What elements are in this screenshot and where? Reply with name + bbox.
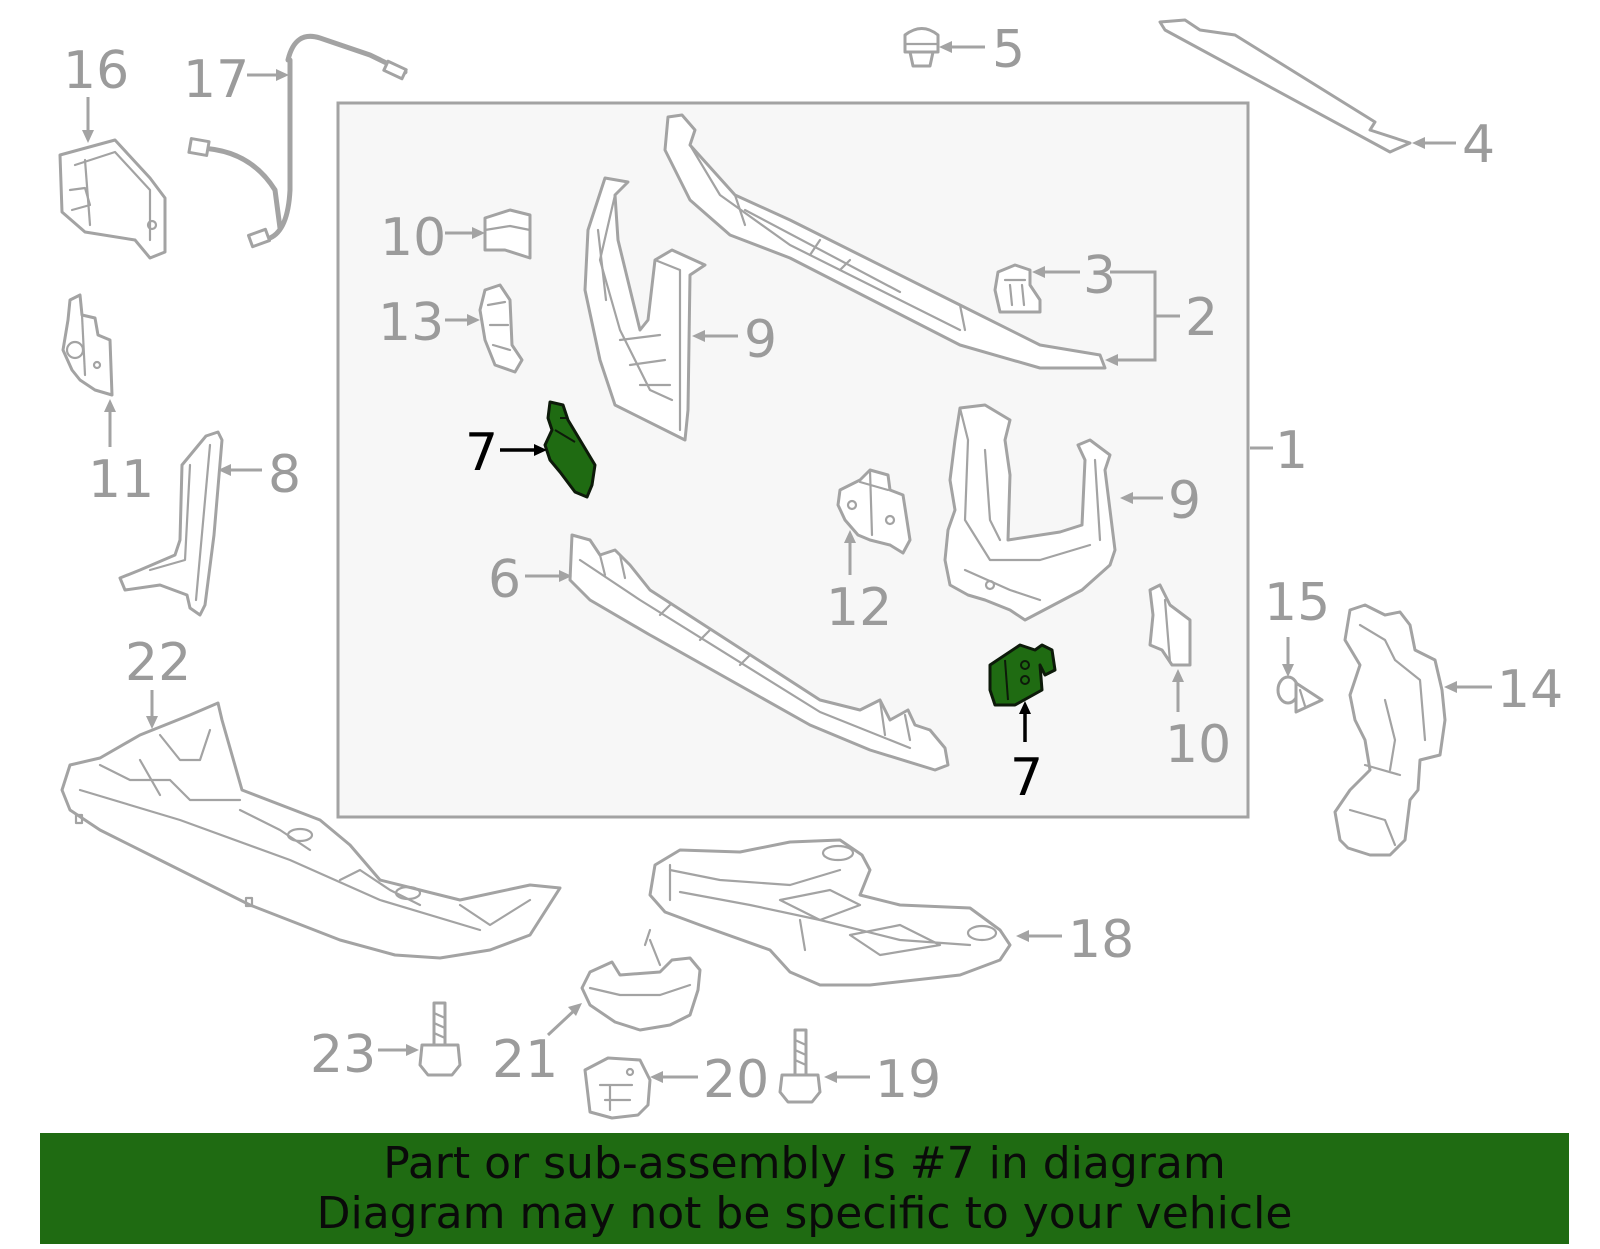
callout-17: 17	[183, 50, 249, 110]
callout-13: 13	[378, 293, 444, 353]
callout-6: 6	[488, 550, 521, 610]
footer-line-disclaimer: Diagram may not be specific to your vehi…	[316, 1187, 1293, 1239]
part-16-sensor-bracket	[58, 138, 167, 260]
part-17-wiring-harness	[187, 33, 408, 249]
callout-15: 15	[1264, 573, 1330, 633]
part-11-bracket	[61, 293, 114, 397]
callout-1: 1	[1275, 421, 1308, 481]
callout-9-right: 9	[1168, 471, 1201, 531]
part-9-left-side-support	[583, 176, 707, 442]
part-7-left-bracket-highlighted	[543, 400, 597, 499]
callout-5: 5	[992, 20, 1025, 80]
part-22-engine-under-cover	[60, 701, 562, 960]
callout-16: 16	[63, 41, 129, 101]
callout-4: 4	[1462, 115, 1495, 175]
callout-18: 18	[1068, 910, 1134, 970]
part-20-mount	[583, 1056, 652, 1120]
callout-23: 23	[310, 1025, 376, 1085]
callout-8: 8	[268, 445, 301, 505]
callout-10-upper: 10	[380, 208, 446, 268]
footer-line-part-number: Part or sub-assembly is #7 in diagram	[383, 1137, 1226, 1189]
part-2-upper-support	[663, 113, 1107, 370]
callout-20: 20	[703, 1050, 769, 1110]
part-10-right-cover	[1148, 583, 1192, 667]
part-8-side-member	[118, 430, 224, 617]
part-7-right-bracket-highlighted	[988, 643, 1057, 707]
part-15-clip	[1276, 675, 1324, 714]
part-10-upper-cover	[483, 208, 532, 260]
part-14-air-duct	[1333, 603, 1447, 857]
part-4-seal	[1158, 18, 1412, 154]
callout-22: 22	[125, 633, 191, 693]
callout-19: 19	[875, 1050, 941, 1110]
part-6-lower-support	[568, 533, 950, 772]
footer-banner: Part or sub-assembly is #7 in diagram Di…	[40, 1133, 1569, 1244]
callout-11: 11	[88, 450, 154, 510]
callout-7-right: 7	[1010, 748, 1043, 808]
callout-9-left: 9	[744, 310, 777, 370]
part-13-bracket	[478, 283, 524, 374]
part-23-bolt	[418, 1001, 462, 1077]
callout-12: 12	[826, 578, 892, 638]
part-5-clip	[903, 27, 940, 68]
part-19-bolt	[778, 1028, 822, 1104]
part-3-bracket	[993, 263, 1042, 314]
part-9-right-side-support	[943, 403, 1117, 622]
callout-7-left: 7	[465, 423, 498, 483]
callout-2: 2	[1185, 288, 1218, 348]
callout-10-right: 10	[1165, 715, 1231, 775]
part-12-bracket	[836, 468, 912, 555]
callout-3: 3	[1083, 246, 1116, 306]
part-18-lower-cover	[648, 838, 1012, 987]
part-21-bracket	[580, 928, 702, 1032]
callout-21: 21	[492, 1030, 558, 1090]
callout-14: 14	[1497, 660, 1563, 720]
